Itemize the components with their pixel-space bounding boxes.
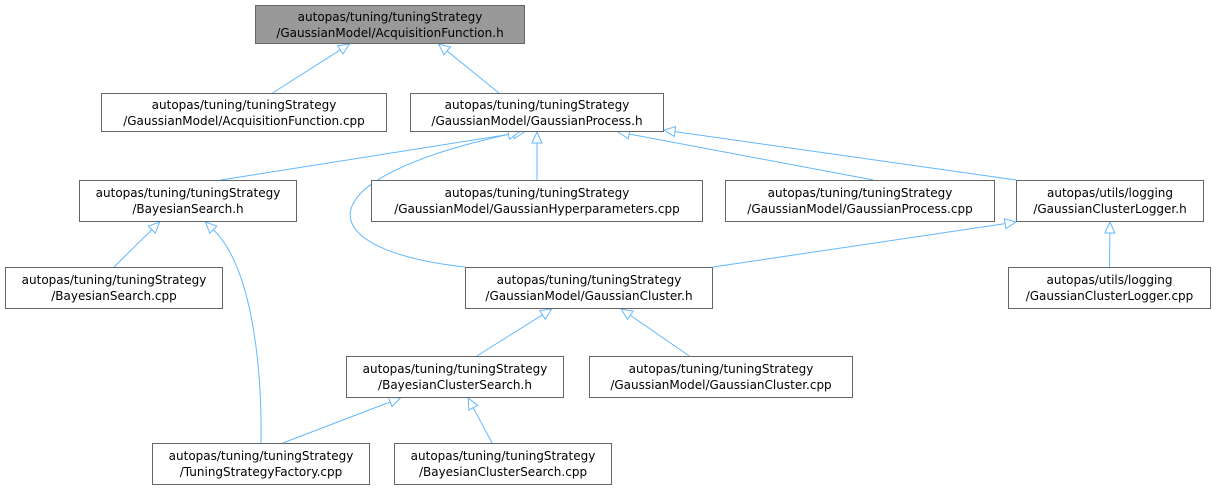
edge-line — [628, 133, 874, 181]
edge-line — [282, 401, 391, 444]
edge-arrowhead — [147, 221, 161, 235]
edge-gcl_h-to-gp_h — [662, 125, 1017, 181]
node-acquisition-function-h: autopas/tuning/tuningStrategy /GaussianM… — [255, 5, 525, 44]
node-line2: /GaussianModel/AcquisitionFunction.cpp — [123, 113, 365, 128]
node-line1: autopas/tuning/tuningStrategy — [410, 449, 596, 463]
edge-arrowhead — [204, 221, 218, 235]
node-line2: /BayesianClusterSearch.h — [378, 378, 532, 392]
node-line1: autopas/tuning/tuningStrategy — [767, 186, 953, 200]
node-line2: /GaussianClusterLogger.cpp — [1025, 289, 1194, 303]
node-line1: autopas/utils/logging — [1046, 186, 1173, 200]
node-gaussian-hyperparameters-cpp[interactable]: autopas/tuning/tuningStrategy /GaussianM… — [371, 180, 703, 222]
node-gaussian-cluster-logger-cpp[interactable]: autopas/utils/logging /GaussianClusterLo… — [1008, 267, 1211, 309]
edge-line — [712, 223, 1006, 268]
edge-line — [674, 131, 1017, 181]
node-gaussian-cluster-logger-h[interactable]: autopas/utils/logging /GaussianClusterLo… — [1016, 180, 1204, 222]
node-line2: /GaussianModel/GaussianCluster.cpp — [610, 378, 832, 392]
edge-bs_cpp-to-bs_h — [113, 221, 161, 268]
edge-arrowhead — [620, 308, 634, 321]
node-line2: /BayesianClusterSearch.cpp — [418, 465, 588, 479]
edge-line — [476, 314, 543, 357]
edge-acq_cpp-to-acq_h — [272, 43, 351, 94]
edge-line — [349, 133, 509, 268]
edge-line — [272, 49, 341, 94]
edge-tsf_cpp-to-bcs_h — [282, 396, 402, 444]
node-gaussian-process-h[interactable]: autopas/tuning/tuningStrategy /GaussianM… — [410, 93, 664, 132]
node-line1: autopas/tuning/tuningStrategy — [168, 449, 354, 463]
node-line2: /TuningStrategyFactory.cpp — [179, 465, 343, 479]
edge-line — [472, 407, 493, 444]
node-bayesian-search-h[interactable]: autopas/tuning/tuningStrategy /BayesianS… — [79, 180, 297, 222]
edge-arrowhead — [387, 396, 402, 408]
node-line1: autopas/tuning/tuningStrategy — [444, 186, 630, 200]
edge-bcs_h-to-gc_h — [476, 308, 553, 357]
node-line1: autopas/tuning/tuningStrategy — [95, 186, 281, 200]
edge-bcs_cpp-to-bcs_h — [467, 396, 493, 444]
node-line1: autopas/tuning/tuningStrategy — [297, 9, 483, 24]
node-gaussian-process-cpp[interactable]: autopas/tuning/tuningStrategy /GaussianM… — [725, 180, 995, 222]
edge-arrowhead — [467, 396, 479, 411]
edge-arrowhead — [662, 125, 677, 138]
node-line1: autopas/tuning/tuningStrategy — [496, 273, 682, 287]
edge-line — [212, 229, 262, 444]
node-line1: autopas/tuning/tuningStrategy — [444, 97, 630, 112]
node-line2: /BayesianSearch.cpp — [51, 289, 177, 303]
node-line1: autopas/utils/logging — [1046, 273, 1173, 287]
node-line1: autopas/tuning/tuningStrategy — [628, 362, 814, 376]
node-line1: autopas/tuning/tuningStrategy — [151, 97, 337, 112]
node-tuning-strategy-factory-cpp[interactable]: autopas/tuning/tuningStrategy /TuningStr… — [152, 443, 370, 485]
edge-arrowhead — [1104, 220, 1116, 234]
node-gaussian-cluster-cpp[interactable]: autopas/tuning/tuningStrategy /GaussianM… — [589, 356, 853, 398]
edge-gp_h-to-acq_h — [437, 43, 500, 94]
node-acquisition-function-cpp[interactable]: autopas/tuning/tuningStrategy /GaussianM… — [101, 93, 387, 132]
node-line2: /GaussianModel/GaussianHyperparameters.c… — [394, 202, 680, 216]
edge-line — [630, 314, 690, 357]
edge-tsf_cpp-to-bs_h — [204, 221, 262, 444]
node-line1: autopas/tuning/tuningStrategy — [21, 273, 207, 287]
edge-ghp_cpp-to-gp_h — [531, 130, 543, 180]
edge-gc_h-to-gcl_h — [712, 217, 1018, 268]
edge-arrowhead — [437, 43, 452, 56]
edge-arrowhead — [531, 130, 543, 144]
node-bayesian-search-cpp[interactable]: autopas/tuning/tuningStrategy /BayesianS… — [5, 267, 223, 309]
node-line2: /GaussianModel/GaussianCluster.h — [485, 289, 693, 303]
edge-arrowhead — [1003, 217, 1018, 230]
edge-arrowhead — [336, 43, 351, 56]
edge-arrowhead — [538, 308, 553, 321]
node-line2: /GaussianModel/GaussianProcess.cpp — [747, 202, 973, 216]
node-line2: /BayesianSearch.h — [132, 202, 244, 216]
node-line2: /GaussianModel/GaussianProcess.h — [431, 113, 643, 128]
node-gaussian-cluster-h[interactable]: autopas/tuning/tuningStrategy /GaussianM… — [465, 267, 713, 309]
node-bayesian-cluster-search-h[interactable]: autopas/tuning/tuningStrategy /BayesianC… — [346, 356, 564, 398]
edge-gcl_cpp-to-gcl_h — [1104, 220, 1116, 268]
edge-gc_cpp-to-gc_h — [620, 308, 690, 357]
edge-bs_h-to-gp_h — [220, 128, 526, 181]
node-line1: autopas/tuning/tuningStrategy — [362, 362, 548, 376]
edge-line — [113, 229, 153, 268]
node-bayesian-cluster-search-cpp[interactable]: autopas/tuning/tuningStrategy /BayesianC… — [394, 443, 612, 485]
edge-line — [220, 133, 514, 181]
node-line2: /GaussianModel/AcquisitionFunction.h — [276, 25, 504, 40]
node-line2: /GaussianClusterLogger.h — [1033, 202, 1187, 216]
edge-line — [446, 50, 500, 94]
